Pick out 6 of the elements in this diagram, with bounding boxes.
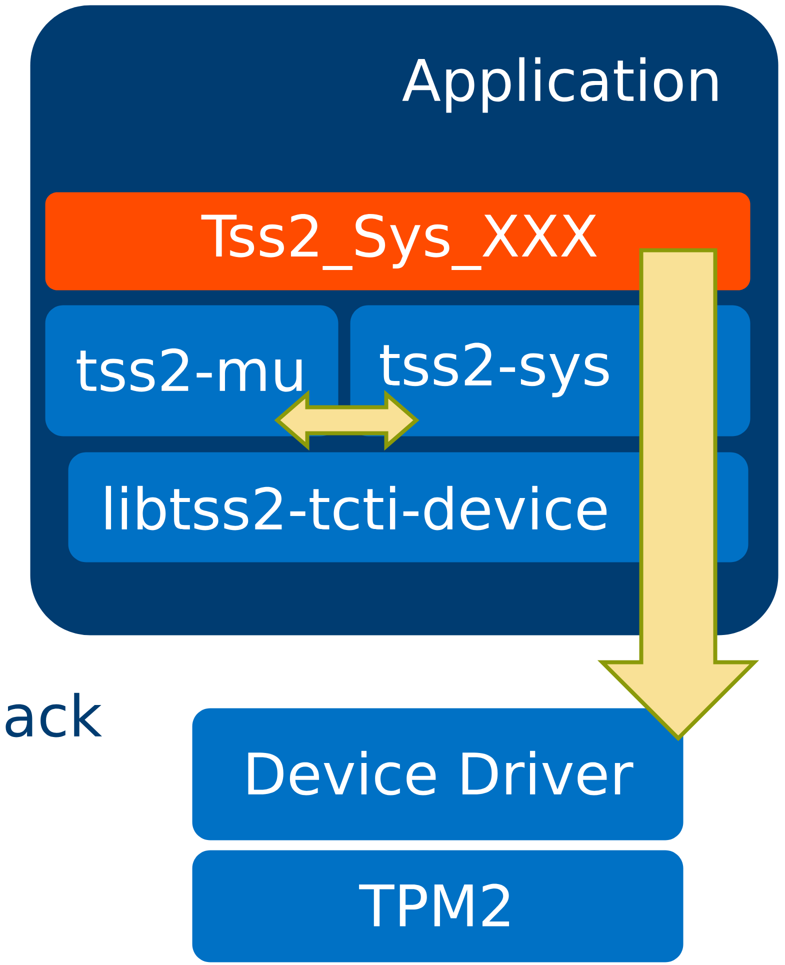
note-text: ack xyxy=(6,692,102,738)
block-arrow xyxy=(597,248,760,742)
library-box: tss2-mu xyxy=(45,305,338,436)
driver-box: Device Driver xyxy=(192,708,684,840)
function-bar: Tss2_Sys_XXX xyxy=(45,192,750,290)
tpm-box: TPM2 xyxy=(192,850,684,962)
